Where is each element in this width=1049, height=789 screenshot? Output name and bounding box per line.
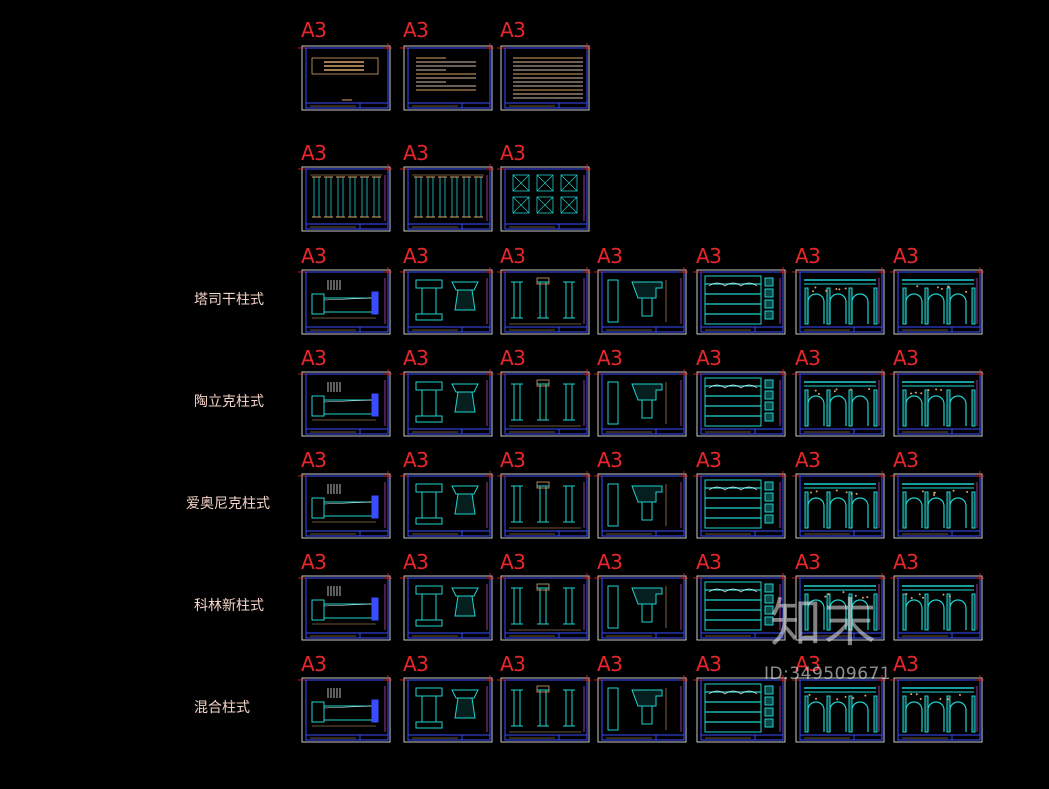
drawing-sheet-capital[interactable] [400,267,494,335]
drawing-sheet-detail[interactable] [594,267,688,335]
drawing-sheet-capital[interactable] [400,573,494,641]
sheet-size-label: A3 [500,652,526,676]
column-order-label: 混合柱式 [194,700,250,716]
sheet-size-label: A3 [403,448,429,472]
drawing-sheet-column[interactable] [497,675,591,743]
drawing-sheet-arcade[interactable] [792,675,886,743]
drawing-sheet-index[interactable] [497,43,591,111]
sheet-size-label: A3 [696,244,722,268]
drawing-sheet-column[interactable] [497,471,591,539]
sheet-size-label: A3 [795,652,821,676]
drawing-sheet-elevation[interactable] [693,471,787,539]
drawing-sheet-pedestal[interactable] [298,573,392,641]
drawing-sheet-elevation[interactable] [693,675,787,743]
sheet-size-label: A3 [500,18,526,42]
drawing-sheet-arcade[interactable] [890,267,984,335]
drawing-sheet-arcade[interactable] [890,675,984,743]
drawing-sheet-column[interactable] [497,267,591,335]
sheet-size-label: A3 [696,346,722,370]
drawing-sheet-overview[interactable] [400,164,494,232]
sheet-size-label: A3 [893,652,919,676]
sheet-size-label: A3 [500,448,526,472]
drawing-sheet-elevation[interactable] [693,573,787,641]
sheet-size-label: A3 [597,448,623,472]
sheet-row [298,43,591,111]
watermark-logo: 知末 [770,594,879,654]
drawing-sheet-capital[interactable] [400,471,494,539]
drawing-sheet-arcade[interactable] [792,573,886,641]
drawing-sheet-notes[interactable] [400,43,494,111]
drawing-sheet-detail[interactable] [594,675,688,743]
drawing-sheet-title[interactable] [298,43,392,111]
sheet-size-label: A3 [893,346,919,370]
sheet-size-label: A3 [301,550,327,574]
column-order-label: 科林新柱式 [194,598,264,614]
drawing-sheet-detail[interactable] [594,471,688,539]
sheet-size-label: A3 [403,141,429,165]
drawing-sheet-pedestal[interactable] [298,471,392,539]
sheet-size-label: A3 [301,141,327,165]
sheet-size-label: A3 [403,244,429,268]
drawing-sheet-column[interactable] [497,573,591,641]
sheet-size-label: A3 [500,346,526,370]
drawing-sheet-pedestal[interactable] [298,267,392,335]
sheet-size-label: A3 [500,141,526,165]
drawing-sheet-capital[interactable] [400,675,494,743]
sheet-size-label: A3 [795,550,821,574]
sheet-size-label: A3 [301,18,327,42]
sheet-size-label: A3 [403,346,429,370]
drawing-sheet-column[interactable] [497,369,591,437]
sheet-row [298,675,984,743]
sheet-row [298,267,984,335]
sheet-size-label: A3 [795,244,821,268]
sheet-size-label: A3 [301,244,327,268]
sheet-size-label: A3 [403,18,429,42]
sheet-size-label: A3 [500,244,526,268]
sheet-size-label: A3 [893,244,919,268]
column-order-label: 塔司干柱式 [194,292,264,308]
drawing-sheet-detail[interactable] [594,369,688,437]
column-order-label: 爱奥尼克柱式 [186,496,270,512]
sheet-size-label: A3 [597,346,623,370]
sheet-size-label: A3 [696,550,722,574]
sheet-size-label: A3 [301,448,327,472]
drawing-sheet-capital[interactable] [400,369,494,437]
drawing-sheet-details[interactable] [497,164,591,232]
watermark-id: ID:349509671 [764,664,892,684]
sheet-size-label: A3 [893,448,919,472]
drawing-sheet-overview[interactable] [298,164,392,232]
drawing-sheet-arcade[interactable] [792,369,886,437]
sheet-size-label: A3 [795,448,821,472]
sheet-size-label: A3 [696,448,722,472]
sheet-size-label: A3 [597,550,623,574]
drawing-sheet-elevation[interactable] [693,267,787,335]
drawing-sheet-detail[interactable] [594,573,688,641]
drawing-sheet-arcade[interactable] [890,471,984,539]
drawing-sheet-pedestal[interactable] [298,369,392,437]
sheet-row [298,573,984,641]
sheet-size-label: A3 [301,652,327,676]
drawing-sheet-arcade[interactable] [890,369,984,437]
sheet-row [298,369,984,437]
sheet-size-label: A3 [403,550,429,574]
sheet-size-label: A3 [597,244,623,268]
drawing-sheet-elevation[interactable] [693,369,787,437]
drawing-sheet-pedestal[interactable] [298,675,392,743]
column-order-label: 陶立克柱式 [194,394,264,410]
drawing-sheet-arcade[interactable] [792,267,886,335]
sheet-size-label: A3 [696,652,722,676]
sheet-size-label: A3 [500,550,526,574]
sheet-size-label: A3 [597,652,623,676]
sheet-size-label: A3 [893,550,919,574]
sheet-row [298,164,591,232]
drawing-sheet-arcade[interactable] [890,573,984,641]
sheet-row [298,471,984,539]
drawing-sheet-arcade[interactable] [792,471,886,539]
sheet-size-label: A3 [301,346,327,370]
sheet-size-label: A3 [795,346,821,370]
sheet-size-label: A3 [403,652,429,676]
